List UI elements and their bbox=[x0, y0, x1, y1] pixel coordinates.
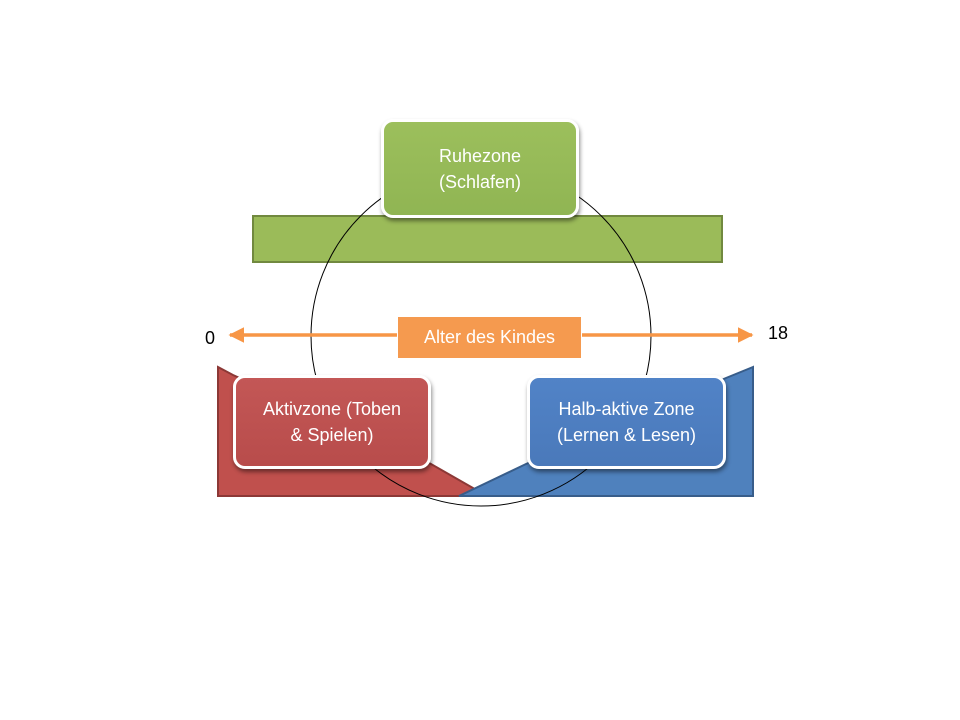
rest-zone-box: Ruhezone (Schlafen) bbox=[381, 119, 579, 218]
age-axis-label-box: Alter des Kindes bbox=[397, 316, 582, 359]
semi-active-zone-label: Halb-aktive Zone (Lernen & Lesen) bbox=[556, 399, 697, 445]
semi-active-zone-box: Halb-aktive Zone (Lernen & Lesen) bbox=[527, 375, 726, 469]
rest-zone-label: Ruhezone (Schlafen) bbox=[438, 145, 522, 192]
age-axis-label: Alter des Kindes bbox=[423, 327, 556, 347]
rest-zone-bar bbox=[252, 215, 723, 263]
age-max-label: 18 bbox=[768, 323, 789, 343]
age-min-label: 0 bbox=[205, 328, 216, 348]
active-zone-box: Aktivzone (Toben & Spielen) bbox=[233, 375, 431, 469]
active-zone-label: Aktivzone (Toben & Spielen) bbox=[262, 399, 402, 445]
